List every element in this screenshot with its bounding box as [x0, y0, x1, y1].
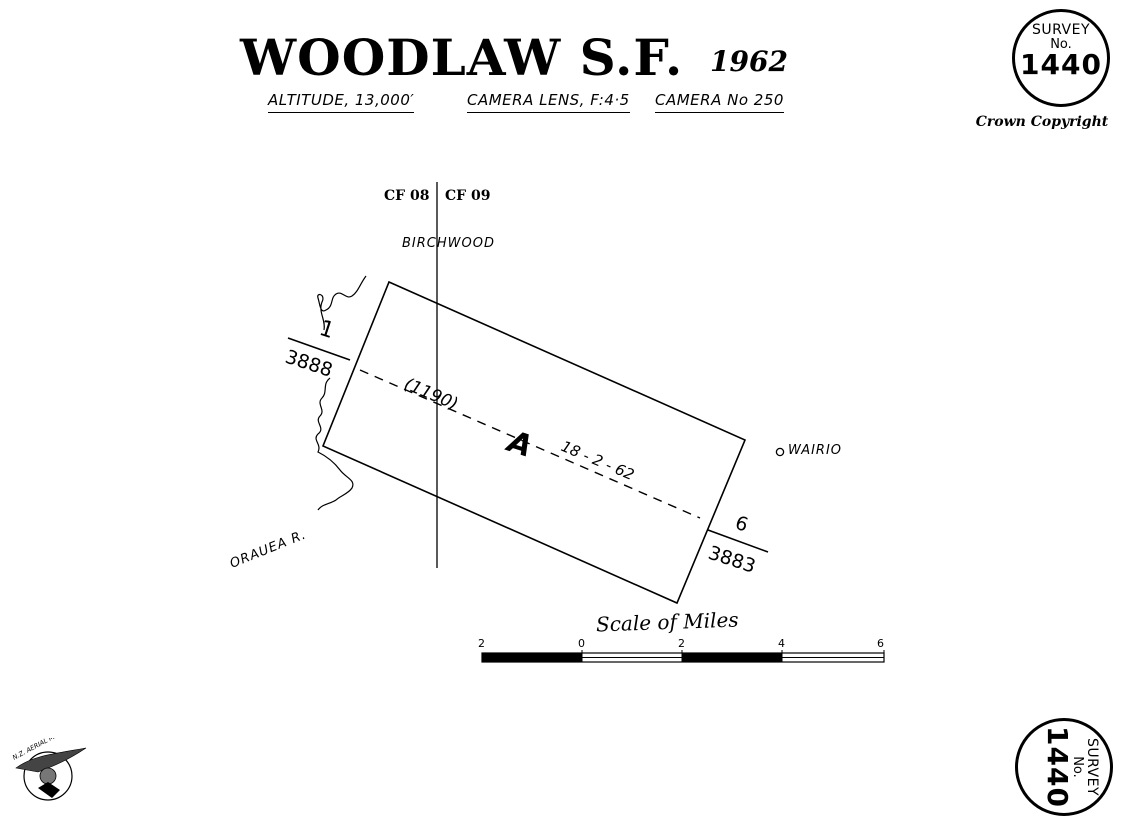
scale-tick-label: 6 — [877, 637, 884, 650]
flight-height-label: (1190) — [401, 374, 461, 414]
map-title: WOODLAW S.F. — [240, 28, 684, 87]
scale-tick-label: 2 — [678, 637, 685, 650]
stamp-no: No. — [1050, 37, 1072, 52]
run-letter: A — [502, 424, 537, 465]
stamp-number: 1440 — [1020, 48, 1102, 81]
lens-caption: CAMERA LENS, F:4·5 — [467, 91, 630, 113]
place-label-wairio: WAIRIO — [788, 443, 843, 458]
scale-bar — [481, 650, 885, 663]
map-year: 1962 — [710, 45, 788, 78]
copyright-notice: Crown Copyright — [975, 114, 1109, 130]
flight-line — [359, 369, 701, 519]
run-date-label: 18 - 2 - 62 — [558, 437, 636, 484]
scale-tick-label: 0 — [578, 637, 585, 650]
place-label-birchwood: BIRCHWOOD — [402, 236, 495, 251]
scale-caption: Scale of Miles — [595, 607, 739, 637]
start-frame-top: 1 — [316, 316, 337, 344]
scale-tick-label: 4 — [778, 637, 785, 650]
coverage-rectangle — [321, 280, 747, 605]
river-line — [315, 377, 354, 511]
end-frame-bar — [707, 529, 769, 553]
sheet-label-right: CF 09 — [445, 188, 491, 204]
river-label: ORAUEA R. — [228, 527, 309, 571]
camera-caption: CAMERA No 250 — [655, 91, 784, 113]
start-frame-bar — [287, 337, 351, 361]
town-marker — [775, 447, 785, 457]
scale-tick-label: 2 — [478, 637, 485, 650]
title-block: WOODLAW S.F. 1962 — [240, 28, 800, 88]
survey-stamp-top: SURVEY No. 1440 — [1012, 9, 1110, 107]
end-frame-bottom: 3883 — [705, 542, 758, 578]
stamp-label: SURVEY — [1031, 22, 1091, 38]
end-frame-top: 6 — [732, 512, 750, 537]
stream-line — [317, 275, 367, 331]
sheet-label-left: CF 08 — [384, 188, 430, 204]
altitude-caption: ALTITUDE, 13,000′ — [268, 91, 415, 113]
company-logo: N.Z. AERIAL MAPPING LTD. — [11, 738, 91, 801]
